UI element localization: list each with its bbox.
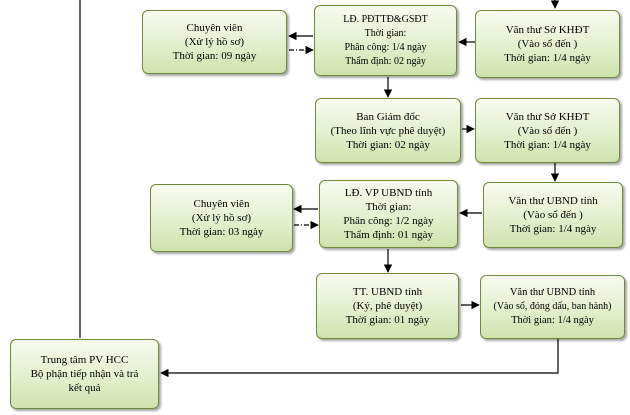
node-time-label: Thời gian: [364,27,407,39]
node-review: Thẩm định: 02 ngày [345,55,426,67]
node-subtitle-line-2: kết quả [68,382,101,394]
node-title: Văn thư Sở KHĐT [505,110,590,123]
node-time: Thời gian: 1/4 ngày [511,315,594,326]
node-assign: Phân công: 1/4 ngày [344,41,427,53]
node-subtitle: (Vào sổ đến ) [523,209,583,221]
node-title: Ban Giám đốc [356,110,420,123]
node-title: Văn thư UBND tỉnh [509,287,596,298]
node-title: TT. UBND tỉnh [352,286,423,298]
node-time: Thời gian: 03 ngày [179,226,264,238]
node-subtitle: (Vào sổ, đóng dấu, ban hành) [493,301,612,312]
node-chuyen-vien-1: Chuyên viên (Xử lý hồ sơ) Thời gian: 09 … [142,10,287,74]
node-subtitle: (Vào sổ đến ) [517,124,578,137]
node-title: Văn thư UBND tỉnh [508,195,598,207]
node-ban-giam-doc: Ban Giám đốc (Theo lĩnh vực phê duyệt) T… [315,98,461,163]
node-chuyen-vien-2: Chuyên viên (Xử lý hồ sơ) Thời gian: 03 … [150,184,293,252]
node-title: Chuyên viên [193,198,250,210]
node-subtitle: (Vào sổ đến ) [517,38,578,50]
node-time: Thời gian: 1/4 ngày [504,138,591,151]
node-assign: Phân công: 1/2 ngày [343,215,434,227]
node-van-thu-khdt-2: Văn thư Sở KHĐT (Vào sổ đến ) Thời gian:… [475,98,620,163]
node-time: Thời gian: 01 ngày [345,314,430,326]
node-title: Chuyên viên [186,22,243,34]
node-title: LĐ. VP UBND tỉnh [344,187,433,199]
arrow-van-thu-ubnd-2-to-trung-tam [160,339,559,378]
node-subtitle: (Xử lý hồ sơ) [191,212,252,224]
node-time: Thời gian: 02 ngày [346,138,430,151]
node-subtitle-line-1: Bộ phận tiếp nhận và trả [30,368,139,380]
node-van-thu-khdt-1: Văn thư Sở KHĐT (Vào sổ đến ) Thời gian:… [475,10,620,78]
node-title: Văn thư Sở KHĐT [505,24,590,36]
node-ld-vp-ubnd: LĐ. VP UBND tỉnh Thời gian: Phân công: 1… [319,180,458,248]
node-time: Thời gian: 1/4 ngày [509,223,597,235]
node-subtitle: (Xử lý hồ sơ) [184,36,245,48]
node-time: Thời gian: 09 ngày [172,50,257,62]
node-van-thu-ubnd-2: Văn thư UBND tỉnh (Vào sổ, đóng dấu, ban… [480,275,625,339]
node-subtitle: (Theo lĩnh vực phê duyệt) [330,124,446,137]
node-subtitle: (Ký, phê duyệt) [352,300,423,312]
node-van-thu-ubnd-1: Văn thư UBND tỉnh (Vào sổ đến ) Thời gia… [483,182,623,248]
node-time: Thời gian: 1/4 ngày [504,52,591,64]
node-title: LĐ. PĐTTĐ&GSĐT [343,13,428,25]
node-time-label: Thời gian: [365,201,412,213]
node-review: Thẩm định: 01 ngày [344,229,433,241]
node-trung-tam-pv-hcc: Trung tâm PV HCC Bộ phận tiếp nhận và tr… [10,339,159,409]
node-title: Trung tâm PV HCC [40,354,129,366]
node-ld-pdttd: LĐ. PĐTTĐ&GSĐT Thời gian: Phân công: 1/4… [314,5,457,76]
node-tt-ubnd: TT. UBND tỉnh (Ký, phê duyệt) Thời gian:… [316,273,459,339]
